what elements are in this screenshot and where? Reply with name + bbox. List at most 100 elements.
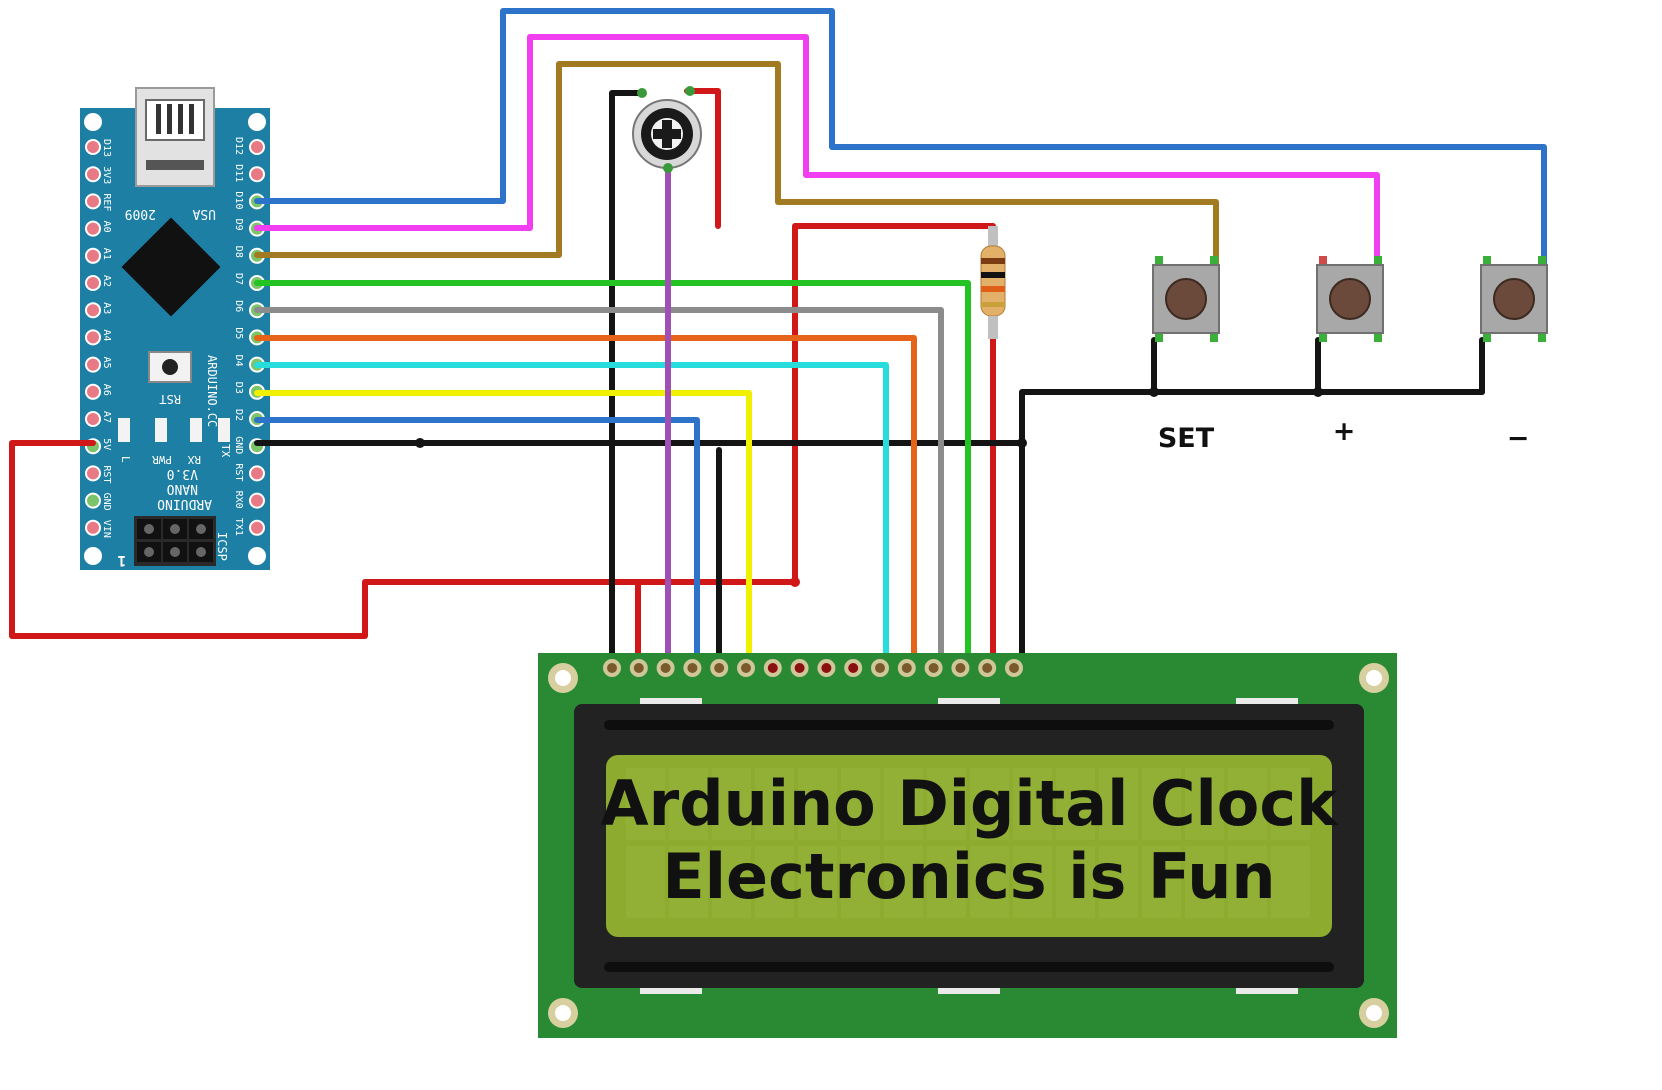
- pin-label: D4: [233, 355, 244, 367]
- lcd-char-cell: [1185, 768, 1224, 840]
- button-set-label: SET: [1158, 423, 1215, 454]
- wire-d4-cyan: [254, 362, 889, 666]
- pin-label: VIN: [101, 520, 112, 538]
- pin-label: D2: [233, 409, 244, 421]
- lcd-line-2: Electronics is Fun: [662, 840, 1275, 913]
- button-set[interactable]: [1152, 256, 1220, 342]
- junction-dot: [415, 438, 425, 448]
- pin-label: RX0: [233, 491, 244, 509]
- mount-hole: [84, 547, 102, 565]
- led-pwr-label: PWR: [152, 453, 172, 466]
- nano-pin-right: RST: [233, 463, 265, 481]
- nano-pin-right: RX0: [233, 491, 265, 509]
- lcd-char-cell: [1099, 846, 1138, 918]
- led-rx-label: RX: [187, 453, 201, 466]
- nano-pin-left: A0: [85, 220, 112, 237]
- lcd-char-cell: [626, 768, 665, 840]
- lcd-char-cell: [970, 846, 1009, 918]
- lcd-pin-header: [603, 659, 1023, 677]
- lcd-character-grid: [626, 768, 1310, 918]
- pin-label: D7: [233, 273, 244, 285]
- lcd-char-cell: [1185, 846, 1224, 918]
- pin-one-mark: 1: [118, 552, 126, 568]
- nano-pin-left: A6: [85, 383, 112, 400]
- icsp-header: [134, 516, 216, 566]
- lcd-char-cell: [884, 846, 923, 918]
- pin-label: 3V3: [101, 166, 112, 184]
- pin-label: REF: [101, 193, 112, 211]
- lcd-module: Arduino Digital Clock Electronics is Fun: [538, 653, 1397, 1038]
- lcd-char-cell: [755, 768, 794, 840]
- button-plus-label: +: [1333, 416, 1356, 447]
- mount-hole: [248, 547, 266, 565]
- lcd-char-cell: [1228, 768, 1267, 840]
- lcd-line-1: Arduino Digital Clock: [601, 767, 1339, 840]
- pin-label: D13: [101, 139, 112, 157]
- lcd-char-cell: [1013, 768, 1052, 840]
- lcd-char-cell: [970, 768, 1009, 840]
- junction-dot: [790, 577, 800, 587]
- lcd-pin: [603, 659, 621, 677]
- lcd-pin: [871, 659, 889, 677]
- arduino-cc-text: ARDUINO.CC: [205, 355, 219, 427]
- button-minus[interactable]: [1480, 256, 1548, 342]
- pin-label: A3: [101, 302, 112, 314]
- pin-label: TX1: [233, 518, 244, 536]
- lcd-pin: [844, 659, 863, 677]
- pin-label: RST: [101, 465, 112, 483]
- pin-label: D5: [233, 327, 244, 339]
- lcd-pin: [978, 659, 997, 677]
- wires: [9, 8, 1547, 666]
- mcu-chip: [121, 217, 221, 317]
- button-plus[interactable]: [1316, 256, 1384, 342]
- pin-label: D6: [233, 300, 244, 312]
- wire-d3-yellow: [254, 390, 752, 666]
- lcd-char-cell: [1013, 846, 1052, 918]
- lcd-char-cell: [712, 768, 751, 840]
- lcd-pin: [897, 659, 916, 677]
- junction-dot: [1149, 387, 1159, 397]
- nano-pin-left: REF: [85, 193, 112, 211]
- pin-label: GND: [101, 493, 112, 511]
- lcd-pin: [951, 659, 970, 677]
- lcd-pin: [737, 659, 755, 677]
- lcd-pin: [1005, 659, 1023, 677]
- usa-text: USA: [192, 206, 216, 221]
- lcd-char-cell: [841, 768, 880, 840]
- pin-label: GND: [233, 436, 244, 454]
- rst-text: RST: [159, 392, 181, 406]
- lcd-char-cell: [1099, 768, 1138, 840]
- lcd-pin: [763, 659, 782, 677]
- wire-d2-blue: [254, 417, 700, 666]
- nano-pin-left: D13: [85, 139, 112, 157]
- pin-label: D8: [233, 246, 244, 258]
- wire-d8-brown: [254, 61, 1219, 268]
- nano-pin-left: A7: [85, 411, 112, 427]
- potentiometer[interactable]: [632, 86, 702, 173]
- lcd-pin: [629, 659, 648, 677]
- nano-pin-left: A5: [85, 356, 112, 373]
- lcd-char-cell: [798, 846, 837, 918]
- nano-pin-left: A2: [85, 275, 112, 291]
- lcd-pin: [924, 659, 943, 677]
- nano-text: NANO: [167, 481, 198, 496]
- lcd-char-cell: [927, 846, 966, 918]
- lcd-pin: [790, 659, 809, 677]
- nano-pin-right: D12: [233, 137, 265, 155]
- wire-d5-orange: [254, 335, 917, 666]
- lcd-pin: [710, 659, 729, 677]
- wire-d6-gray: [254, 307, 944, 666]
- lcd-char-cell: [669, 768, 708, 840]
- junction-dot: [1313, 387, 1323, 397]
- pin-label: A2: [101, 275, 112, 287]
- pin-label: D10: [233, 191, 244, 209]
- pin-label: A1: [101, 248, 112, 260]
- lcd-char-cell: [1056, 768, 1095, 840]
- pin-label: D9: [233, 219, 244, 231]
- pin-label: A6: [101, 384, 112, 396]
- reset-button[interactable]: [148, 351, 192, 383]
- pin-label: A7: [101, 411, 112, 423]
- nano-pin-left: 3V3: [85, 166, 112, 184]
- mount-hole: [84, 113, 102, 131]
- led-tx-label: TX: [219, 444, 232, 458]
